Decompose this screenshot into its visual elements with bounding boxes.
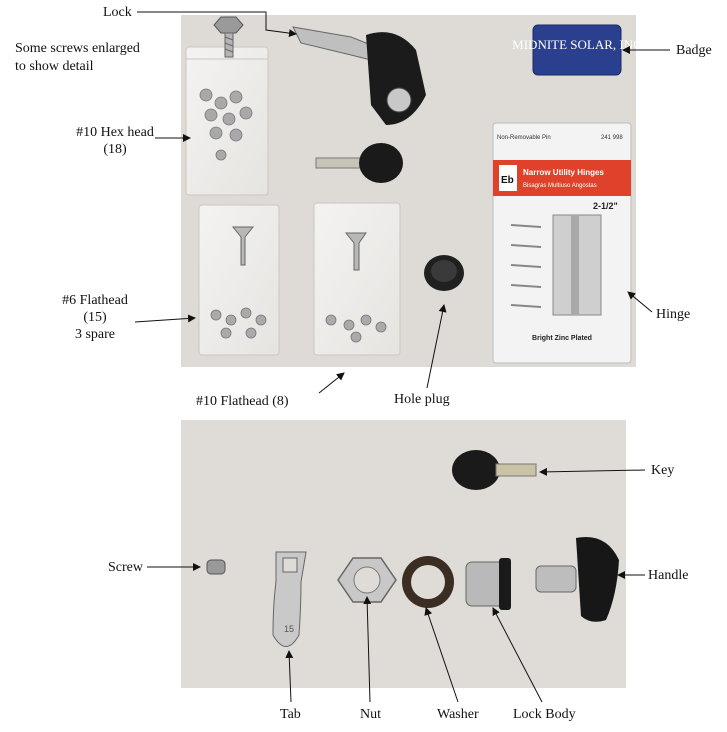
hinge-package: Non-Removable Pin 241 998 Eb Narrow Util… (492, 122, 632, 364)
label-hex-head: #10 Hex head (18) (60, 124, 170, 158)
label-flathead-6-line1: #6 Flathead (62, 293, 128, 308)
label-handle: Handle (648, 568, 689, 583)
label-flathead-10: #10 Flathead (8) (196, 394, 289, 409)
label-hole-plug: Hole plug (394, 392, 450, 407)
label-lock-body: Lock Body (513, 707, 576, 722)
label-flathead-6-line3: 3 spare (74, 327, 116, 342)
hinge-brand: Eb (501, 175, 514, 186)
handle-part (535, 536, 619, 622)
tab-part: 15 (272, 551, 307, 647)
arrow-flathead-10 (318, 372, 345, 394)
badge-plate: MIDNITE SOLAR, INC (512, 24, 642, 76)
note-line-2: to show detail (15, 59, 94, 74)
hinge-title-sub: Bisagras Multiuso Angostas (523, 183, 597, 189)
label-lock: Lock (103, 5, 132, 20)
small-screw (206, 559, 226, 575)
label-key: Key (651, 463, 675, 478)
hinge-size: 2-1/2" (593, 201, 618, 211)
hinge-finish: Bright Zinc Plated (532, 335, 592, 342)
top-photo: MIDNITE SOLAR, INC Non-Removable Pin 241… (181, 15, 642, 367)
label-flathead-6-line2: (15) (83, 310, 107, 325)
label-hinge: Hinge (656, 307, 691, 322)
bottom-photo: 15 (181, 420, 626, 688)
label-badge: Badge (676, 43, 712, 58)
flathead-10-screw-bag (313, 202, 401, 356)
lock-body-part (465, 558, 511, 610)
hole-plug (424, 255, 464, 291)
label-tab: Tab (280, 707, 301, 722)
washer-part (402, 556, 454, 608)
note-line-1: Some screws enlarged (15, 41, 140, 56)
flathead-6-screw-bag (198, 204, 280, 356)
bottom-photo-scene: 15 (206, 450, 619, 647)
label-hex-head-line2: (18) (103, 142, 127, 157)
badge-logo-text: MIDNITE SOLAR, INC (512, 37, 636, 52)
hinge-item-no: 241 998 (601, 135, 623, 141)
top-photo-scene: MIDNITE SOLAR, INC Non-Removable Pin 241… (185, 16, 642, 364)
label-washer: Washer (437, 707, 479, 722)
key-bottom (452, 450, 537, 490)
label-flathead-6: #6 Flathead (15) 3 spare (55, 292, 135, 343)
hinge-top-tag: Non-Removable Pin (497, 135, 551, 141)
label-nut: Nut (360, 707, 381, 722)
label-screw: Screw (108, 560, 143, 575)
key-top (315, 143, 403, 183)
hinge-title: Narrow Utility Hinges (523, 168, 604, 177)
tab-stamp: 15 (284, 624, 294, 634)
hex-nut (337, 557, 397, 603)
lock-assembly (292, 26, 426, 126)
hex-head-screw-bag (185, 46, 269, 196)
label-hex-head-line1: #10 Hex head (76, 125, 154, 140)
